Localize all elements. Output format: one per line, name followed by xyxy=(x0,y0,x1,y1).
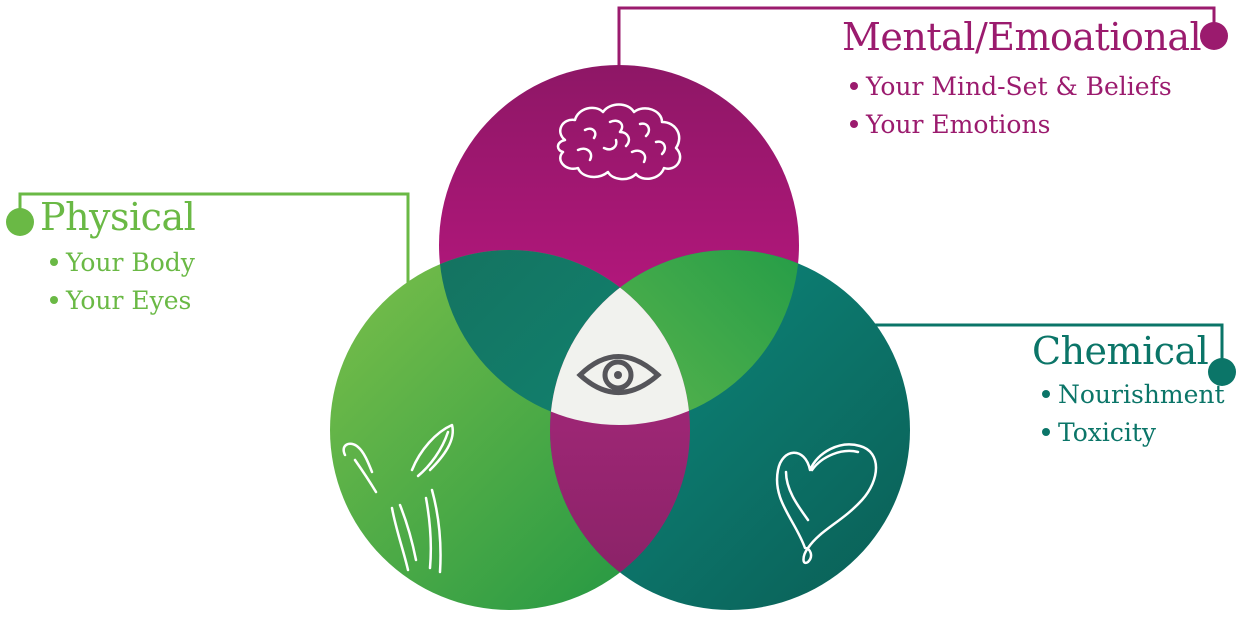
list-item: Your Body xyxy=(50,244,195,282)
bullet-icon xyxy=(850,81,858,90)
list-item: Nourishment xyxy=(1042,376,1225,414)
physical-label-block: Physical Your Body Your Eyes xyxy=(40,195,196,320)
physical-connector-line xyxy=(18,192,410,295)
chemical-title: Chemical xyxy=(1032,329,1209,373)
mental-endpoint-dot xyxy=(1200,22,1228,50)
brain-icon xyxy=(556,103,682,181)
list-item: Toxicity xyxy=(1042,414,1225,452)
list-item: Your Emotions xyxy=(850,106,1201,144)
bullet-icon xyxy=(850,119,858,128)
chemical-items: Nourishment Toxicity xyxy=(1042,376,1225,452)
bullet-icon xyxy=(1042,389,1050,398)
mental-items: Your Mind-Set & Beliefs Your Emotions xyxy=(850,68,1201,144)
eye-icon xyxy=(576,354,662,395)
center-overlap xyxy=(550,250,690,425)
bullet-icon xyxy=(50,257,58,266)
bullet-icon xyxy=(50,295,58,304)
list-item: Your Mind-Set & Beliefs xyxy=(850,68,1201,106)
mental-label-block: Mental/Emoational Your Mind-Set & Belief… xyxy=(842,15,1202,144)
heart-icon xyxy=(775,443,878,565)
list-item: Your Eyes xyxy=(50,282,195,320)
chemical-connector-line xyxy=(870,323,1224,372)
chemical-endpoint-dot xyxy=(1208,358,1236,386)
physical-endpoint-dot xyxy=(6,208,34,236)
physical-items: Your Body Your Eyes xyxy=(50,244,195,320)
chemical-label-block: Chemical Nourishment Toxicity xyxy=(1032,332,1225,452)
body-outline-icon xyxy=(342,423,455,574)
physical-title: Physical xyxy=(40,195,196,239)
mental-title: Mental/Emoational xyxy=(842,15,1202,59)
bullet-icon xyxy=(1042,427,1050,436)
